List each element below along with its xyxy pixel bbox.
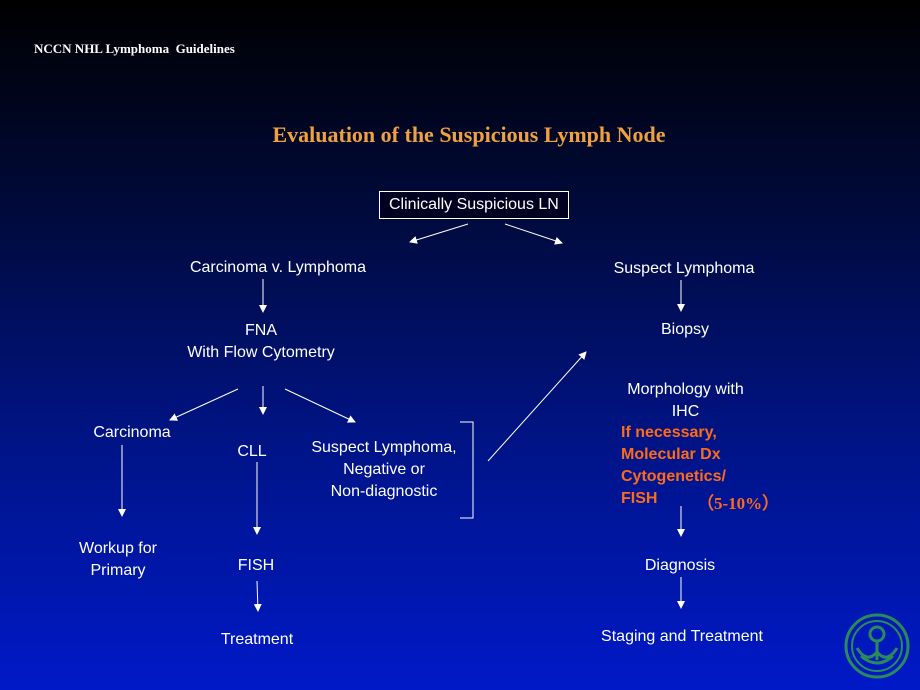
cytogenetics-text: Cytogenetics/ (621, 468, 726, 485)
diagnosis-node: Diagnosis (644, 557, 716, 574)
fna-line1: FNA (245, 322, 277, 339)
molecular-note: If necessary, Molecular Dx Cytogenetics/… (621, 422, 726, 510)
cll-node: CLL (237, 443, 267, 460)
morphology-node: Morphology with IHC (608, 379, 763, 423)
hospital-logo-icon (844, 613, 910, 679)
slide-title: Evaluation of the Suspicious Lymph Node (272, 122, 666, 147)
arrow-fna-carcinoma (169, 388, 239, 421)
fish-node: FISH (237, 557, 275, 574)
workup-line1: Workup for (79, 540, 157, 557)
biopsy-node: Biopsy (660, 321, 710, 338)
fna-line2: With Flow Cytometry (187, 344, 335, 361)
suspect-lymphoma-node: Suspect Lymphoma (613, 260, 755, 277)
arrow-root-right (504, 223, 563, 245)
carcinoma-v-lymphoma-node: Carcinoma v. Lymphoma (189, 259, 367, 276)
suspect-negative-node: Suspect Lymphoma, Negative or Non-diagno… (294, 437, 474, 503)
root-node: Clinically Suspicious LN (379, 191, 569, 219)
arrow-root-left (409, 223, 469, 244)
workup-line2: Primary (90, 562, 146, 579)
arrow-bracket-biopsy (487, 351, 587, 462)
carcinoma-node: Carcinoma (93, 424, 171, 441)
arrow-fish-treatment (253, 580, 262, 612)
workup-node: Workup for Primary (58, 538, 178, 582)
fish-right-text: FISH (621, 490, 658, 507)
fna-node: FNA With Flow Cytometry (161, 320, 361, 364)
morphology-line1: Morphology with (627, 381, 744, 398)
molecular-dx-text: Molecular Dx (621, 446, 721, 463)
suspect-neg-line1: Suspect Lymphoma, (311, 439, 457, 456)
percent-text: （5-10%） (697, 494, 780, 513)
treatment-node: Treatment (220, 631, 294, 648)
arrow-fna-suspect (284, 388, 356, 423)
header-text: NCCN NHL Lymphoma Guidelines (34, 41, 235, 56)
suspect-neg-line3: Non-diagnostic (330, 483, 438, 500)
if-necessary-text: If necessary, (621, 424, 717, 441)
staging-treatment-node: Staging and Treatment (601, 628, 763, 645)
morphology-line2: IHC (671, 403, 700, 420)
suspect-neg-line2: Negative or (343, 461, 425, 478)
bracket (460, 421, 474, 519)
